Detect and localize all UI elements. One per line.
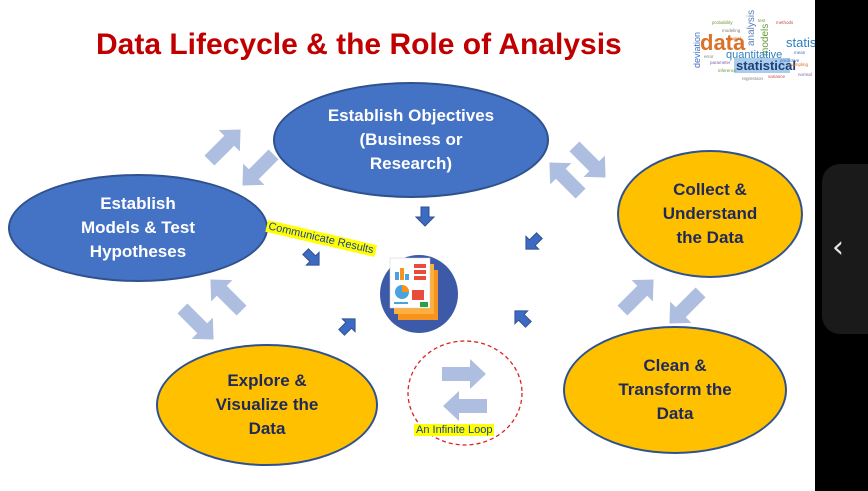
loop-arrow-right [442,359,486,389]
wc-small-word: parameter [710,60,731,65]
node-establish-models-label: Establish Models & Test Hypotheses [81,194,195,261]
wc-word-data: data [700,30,746,55]
cycle-arrow-7 [199,268,253,322]
cycle-arrow-2 [231,143,285,197]
word-cloud-logo: deviation data analysis models quantitat… [692,10,815,81]
wc-small-word: probability [712,20,733,25]
node-establish-objectives-label: Establish Objectives (Business or Resear… [327,106,495,173]
node-establish-objectives: Establish Objectives (Business or Resear… [273,82,549,198]
wc-small-word: inference [718,68,737,73]
wc-small-word: modeling [722,28,741,33]
wc-small-word: methods [776,20,794,25]
wc-word-deviation: deviation [692,32,702,68]
node-clean-transform: Clean & Transform the Data [563,326,787,454]
infinite-loop-circle [407,340,523,446]
node-explore-visualize: Explore & Visualize the Data [156,344,378,466]
infinite-loop-label: An Infinite Loop [414,424,495,436]
wc-word-statistics: statistics [786,35,815,50]
wc-small-word: predictive [780,58,800,63]
side-panel-toggle[interactable]: ‹ [822,164,868,334]
chevron-left-icon: ‹ [832,230,844,265]
wc-small-word: mean [794,50,806,55]
wc-small-word: regression [742,76,764,81]
report-document-icon [380,255,458,333]
wc-small-words: probability modeling methods predictivesamp… [704,18,812,81]
page-title: Data Lifecycle & the Role of Analysis [96,28,622,61]
node-collect-understand-label: Collect & Understand the Data [662,180,758,247]
cycle-arrow-8 [171,297,225,351]
wc-word-models: models [760,24,771,56]
diagram-arrows [171,118,712,446]
cycle-arrow-1 [198,118,252,172]
node-establish-models: Establish Models & Test Hypotheses [8,174,268,282]
pointer-arrow-lower-right [508,304,536,332]
wc-small-word: sampling [790,62,809,67]
loop-arrow-left [443,391,487,421]
pointer-arrow-top [415,206,435,227]
wc-small-word: error [704,54,714,59]
pointer-arrow-upper-left [298,244,326,272]
wc-small-word: test [758,18,766,23]
wc-statistical-box [734,58,790,73]
cycle-arrow-5 [611,268,665,322]
node-collect-understand: Collect & Understand the Data [617,150,803,278]
pointer-arrow-lower-left [334,312,362,340]
node-explore-visualize-label: Explore & Visualize the Data [215,371,319,438]
wc-small-word: normal [798,72,812,77]
cycle-arrow-6 [658,281,712,335]
wc-small-word: variance [768,74,786,79]
node-clean-transform-label: Clean & Transform the Data [618,356,732,423]
pointer-arrow-upper-right [519,228,547,256]
wc-word-statistical: statistical [736,58,796,73]
wc-small-word: spatial [728,36,741,41]
slide: Data Lifecycle & the Role of Analysis de… [0,0,815,491]
wc-word-analysis: analysis [746,10,757,46]
